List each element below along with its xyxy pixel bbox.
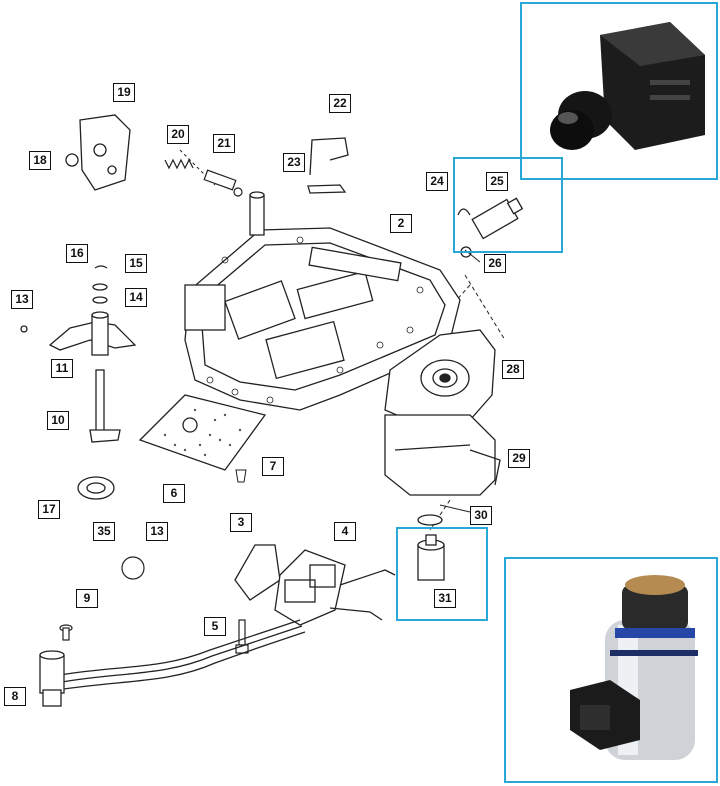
callout-24: 24: [426, 172, 448, 191]
valve-body: [184, 191, 461, 411]
callout-35: 35: [93, 522, 115, 541]
highlight-frame-solenoid: [453, 157, 563, 253]
callout-6: 6: [163, 484, 185, 503]
plug: [235, 469, 247, 483]
speed-sensor-harness: [39, 619, 306, 707]
callout-31: 31: [434, 589, 456, 608]
callout-3: 3: [230, 513, 252, 532]
callout-30: 30: [470, 506, 492, 525]
pressure-sensor-photo: [570, 575, 698, 760]
callout-7: 7: [262, 457, 284, 476]
callout-21: 21: [213, 134, 235, 153]
retaining-clip: [307, 137, 349, 194]
solenoid-valve: [457, 197, 524, 258]
callout-22: 22: [329, 94, 351, 113]
callout-17: 17: [38, 500, 60, 519]
manual-lever: [65, 114, 131, 191]
pressure-sensor: [417, 514, 445, 581]
screw: [59, 624, 73, 641]
separator-plate: [138, 394, 267, 471]
transfer-plate: [384, 329, 496, 426]
highlight-frame-pressure-sensor: [396, 527, 488, 621]
callout-11: 11: [51, 359, 73, 378]
callout-13-lower: 13: [146, 522, 168, 541]
callout-20: 20: [167, 125, 189, 144]
callout-18: 18: [29, 151, 51, 170]
solenoid-pack: [234, 544, 396, 626]
callout-14: 14: [125, 288, 147, 307]
callout-23: 23: [283, 153, 305, 172]
callout-19: 19: [113, 83, 135, 102]
photo-frame-connector-solenoid: [520, 2, 718, 180]
callout-15: 15: [125, 254, 147, 273]
callout-2: 2: [390, 214, 412, 233]
connector-solenoid-photo: [550, 22, 705, 150]
check-ball: [121, 556, 145, 580]
callout-5: 5: [204, 617, 226, 636]
callout-28: 28: [502, 360, 524, 379]
callout-13-upper: 13: [11, 290, 33, 309]
photo-frame-pressure-sensor: [504, 557, 718, 783]
callout-8: 8: [4, 687, 26, 706]
callout-4: 4: [334, 522, 356, 541]
callout-25: 25: [486, 172, 508, 191]
callout-10: 10: [47, 411, 69, 430]
callout-26: 26: [484, 254, 506, 273]
detent-ball: [203, 169, 243, 197]
callout-9: 9: [76, 589, 98, 608]
valve-spool-assembly: [20, 265, 137, 443]
seal-ring: [77, 476, 115, 500]
callout-29: 29: [508, 449, 530, 468]
accumulator-housing: [384, 414, 501, 496]
detent-spring: [164, 158, 194, 170]
callout-16: 16: [66, 244, 88, 263]
